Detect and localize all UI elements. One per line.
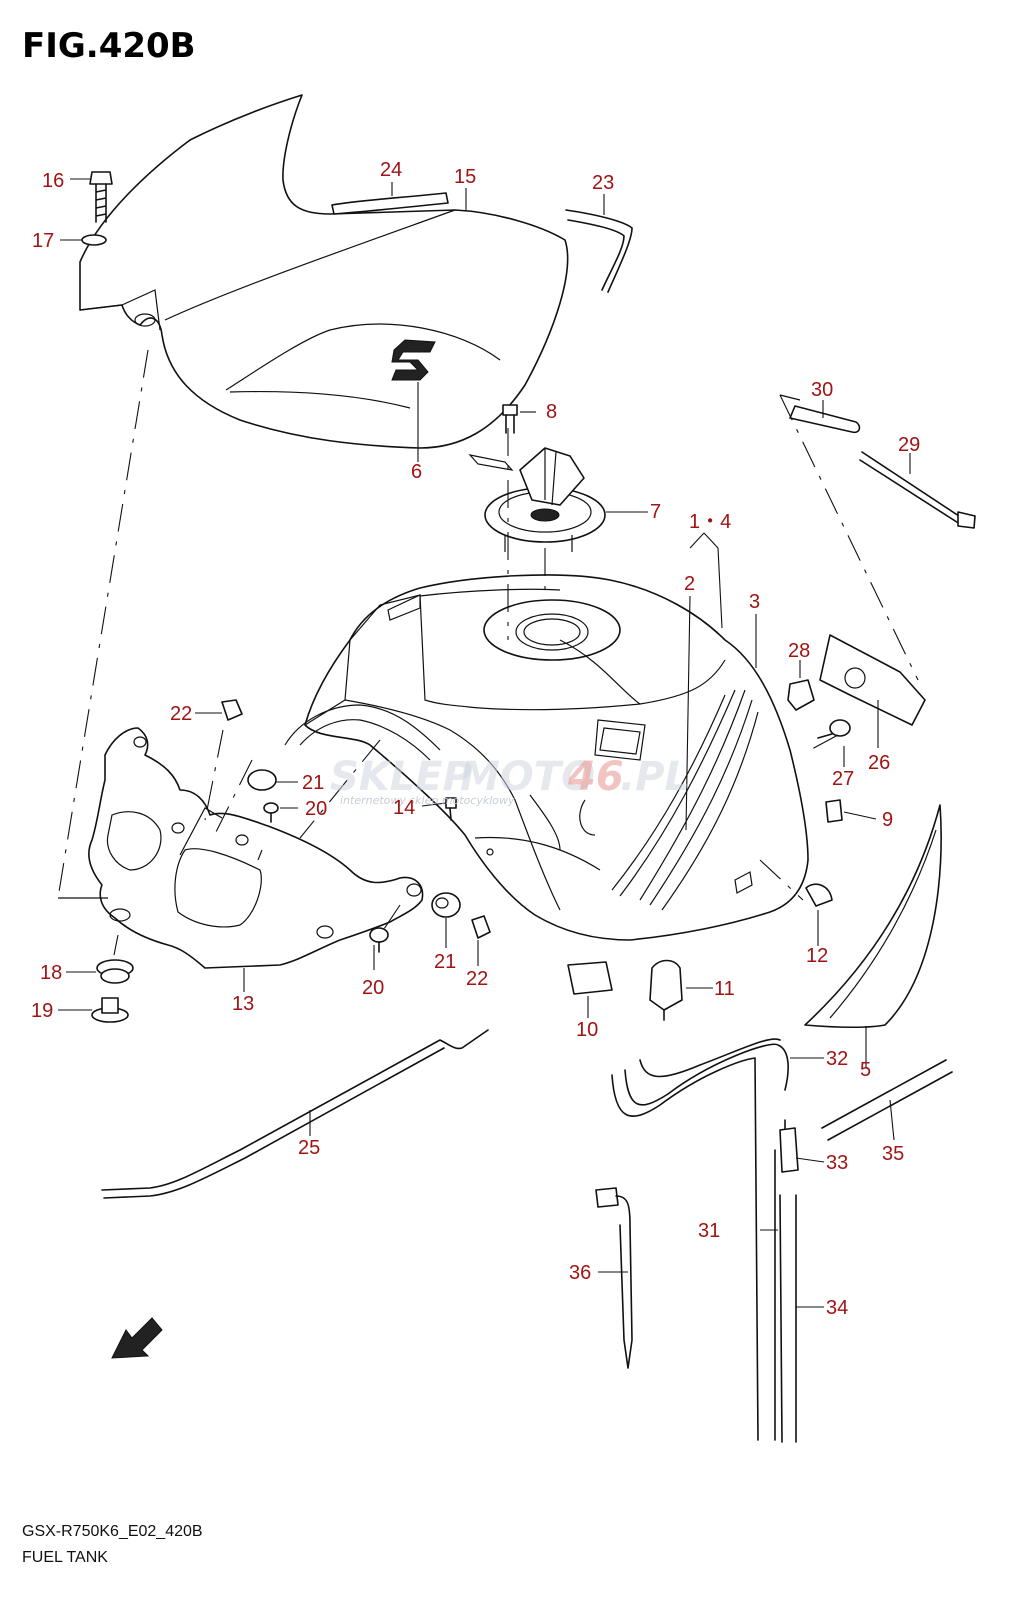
callout-12: 12 bbox=[806, 945, 828, 967]
nut-part-22-a bbox=[221, 699, 243, 721]
callout-10: 10 bbox=[576, 1019, 598, 1041]
hose-part-23 bbox=[565, 209, 633, 293]
bolt-part-20-a bbox=[263, 802, 279, 823]
watermark-brand-b: MOTO bbox=[460, 754, 595, 800]
watermark-subtitle: internetowy sklep motocyklowy bbox=[340, 794, 515, 807]
callout-13: 13 bbox=[232, 993, 254, 1015]
hose-part-35 bbox=[821, 1059, 953, 1141]
callout-27: 27 bbox=[832, 768, 854, 790]
callout-7: 7 bbox=[650, 501, 661, 523]
bolt-part-14 bbox=[445, 797, 457, 821]
watermark-brand-a: SKLEP bbox=[330, 754, 472, 800]
callout-9: 9 bbox=[882, 809, 893, 831]
cushion-part-21-b bbox=[431, 892, 461, 918]
hose-part-32 bbox=[611, 1057, 759, 1441]
washer-part-17 bbox=[81, 234, 107, 246]
callout-26: 26 bbox=[868, 752, 890, 774]
callout-25: 25 bbox=[298, 1137, 320, 1159]
strip-part-24 bbox=[331, 192, 449, 215]
callout-15: 15 bbox=[454, 166, 476, 188]
callout-16: 16 bbox=[42, 170, 64, 192]
bolt-part-27 bbox=[817, 719, 851, 739]
callout-21-a: 21 bbox=[302, 772, 324, 794]
callout-36: 36 bbox=[569, 1262, 591, 1284]
callout-17: 17 bbox=[32, 230, 54, 252]
damper-part-10 bbox=[567, 961, 613, 995]
callout-18: 18 bbox=[40, 962, 62, 984]
callout-31: 31 bbox=[698, 1220, 720, 1242]
bracket-part-13 bbox=[88, 727, 424, 969]
callout-8: 8 bbox=[546, 401, 557, 423]
callout-30: 30 bbox=[811, 379, 833, 401]
joint-part-33 bbox=[779, 1127, 799, 1173]
watermark-brand-c: 46 bbox=[567, 754, 624, 800]
watermark-brand-d: .PL bbox=[620, 754, 690, 800]
callout-2: 2 bbox=[684, 573, 695, 595]
front-arrow-icon bbox=[111, 1317, 163, 1359]
pad-part-9 bbox=[825, 799, 843, 823]
sensor-part-36 bbox=[595, 1187, 633, 1369]
bolt-part-20-b bbox=[369, 927, 389, 953]
callout-11: 11 bbox=[714, 978, 735, 1000]
callout-19: 19 bbox=[31, 1000, 53, 1022]
callout-33: 33 bbox=[826, 1152, 848, 1174]
plate-part-26 bbox=[819, 634, 926, 726]
fuel-tank-part-3 bbox=[284, 574, 809, 941]
watermark-logo: SKLEP MOTO 46 .PL internetowy sklep moto… bbox=[330, 754, 690, 807]
callout-20-b: 20 bbox=[362, 977, 384, 999]
callout-34: 34 bbox=[826, 1297, 848, 1319]
callout-6: 6 bbox=[411, 461, 422, 483]
callout-21-b: 21 bbox=[434, 951, 456, 973]
callout-32: 32 bbox=[826, 1048, 848, 1070]
grommet-part-18 bbox=[96, 959, 134, 984]
figure-caption: FUEL TANK bbox=[22, 1549, 108, 1566]
bolt-part-16 bbox=[89, 171, 113, 223]
cap-part-12 bbox=[805, 883, 833, 907]
callout-14: 14 bbox=[393, 797, 415, 819]
callout-22-b: 22 bbox=[466, 968, 488, 990]
nut-part-28 bbox=[787, 679, 815, 711]
nut-part-22-b bbox=[471, 915, 491, 939]
callout-35: 35 bbox=[882, 1143, 904, 1165]
screw-part-8 bbox=[502, 404, 518, 434]
callout-24: 24 bbox=[380, 159, 402, 181]
callout-20-a: 20 bbox=[305, 798, 327, 820]
callout-22-a: 22 bbox=[170, 703, 192, 725]
collar-part-19 bbox=[91, 997, 129, 1023]
tank-cover-part-6 bbox=[79, 94, 569, 449]
callout-23: 23 bbox=[592, 172, 614, 194]
figure-title: FIG.420B bbox=[22, 26, 196, 66]
bolt-part-29 bbox=[859, 451, 976, 529]
valve-part-11 bbox=[649, 959, 683, 1021]
callout-1-4: 1・4 bbox=[689, 511, 731, 533]
side-panel-part-5 bbox=[804, 804, 942, 1029]
plate-hole bbox=[844, 667, 866, 689]
hose-part-34 bbox=[779, 1194, 797, 1443]
tube-part-30 bbox=[789, 405, 861, 434]
callout-5: 5 bbox=[860, 1059, 871, 1081]
callout-3: 3 bbox=[749, 591, 760, 613]
callout-29: 29 bbox=[898, 434, 920, 456]
callout-28: 28 bbox=[788, 640, 810, 662]
model-code: GSX-R750K6_E02_420B bbox=[22, 1523, 203, 1540]
fuel-cap-part-7 bbox=[468, 447, 606, 552]
cushion-part-21-a bbox=[247, 769, 277, 791]
rod-part-25 bbox=[101, 1029, 489, 1191]
